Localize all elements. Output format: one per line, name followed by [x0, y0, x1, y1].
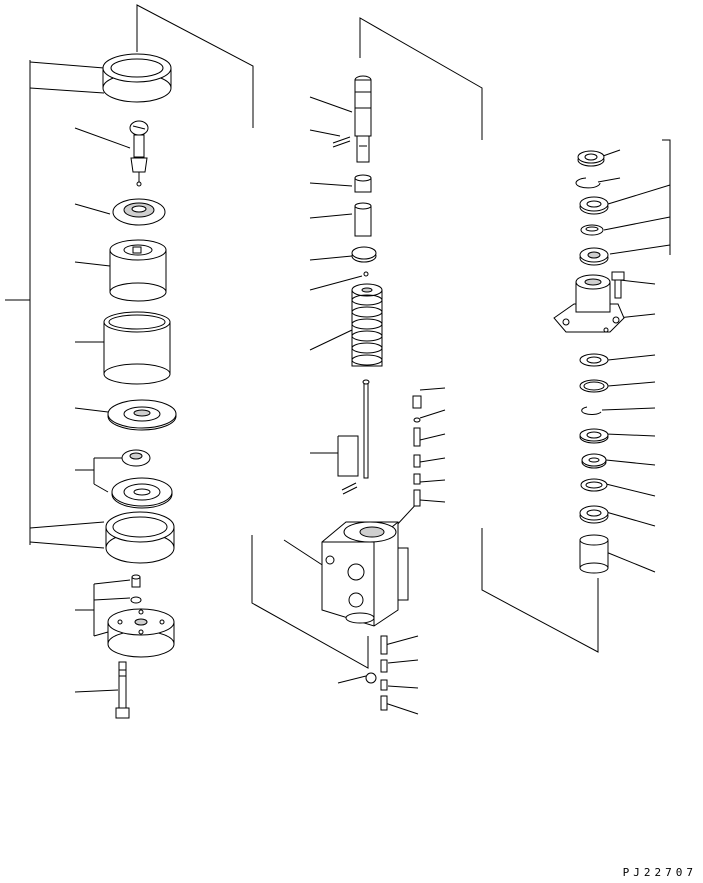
part-valve-plate — [112, 198, 166, 226]
part-sleeve-cylinder — [103, 311, 171, 385]
part-screw-shaft — [129, 120, 149, 187]
part-hex-nut — [354, 174, 372, 193]
part-end-cap — [107, 608, 175, 658]
part-right-washers — [579, 353, 609, 524]
leader-lines-right — [597, 149, 671, 573]
part-right-seal-2 — [579, 196, 609, 215]
part-rotor-housing — [109, 239, 167, 302]
bracket-lines — [5, 4, 671, 669]
part-cross-pin — [332, 136, 351, 148]
part-right-seal-3 — [580, 224, 604, 236]
part-right-snap-ring-1 — [575, 177, 601, 189]
part-long-rod — [341, 379, 370, 495]
part-right-cylinder-cup — [579, 534, 609, 574]
part-small-plugs-lower — [365, 635, 388, 711]
part-flange-mount — [553, 274, 625, 333]
part-long-bolt — [115, 661, 130, 719]
part-spool-shaft — [354, 75, 372, 163]
part-sleeve — [354, 202, 372, 237]
part-outer-rotor — [111, 477, 173, 509]
leader-lines-left — [74, 127, 131, 693]
part-bottom-seal-ring — [105, 511, 175, 564]
part-cup — [351, 246, 377, 277]
part-small-plugs-upper — [412, 395, 422, 507]
part-spring-stack — [351, 283, 383, 367]
part-valve-housing — [321, 521, 409, 627]
part-top-seal-ring — [102, 53, 172, 103]
part-flange-bolt — [611, 271, 625, 299]
part-gear-plate — [107, 399, 177, 431]
part-small-pin — [130, 574, 142, 604]
drawing-code: PJ22707 — [622, 866, 697, 879]
part-right-seal-4 — [579, 247, 609, 266]
part-right-seal-1 — [577, 150, 605, 167]
part-inner-rotor — [121, 449, 151, 467]
